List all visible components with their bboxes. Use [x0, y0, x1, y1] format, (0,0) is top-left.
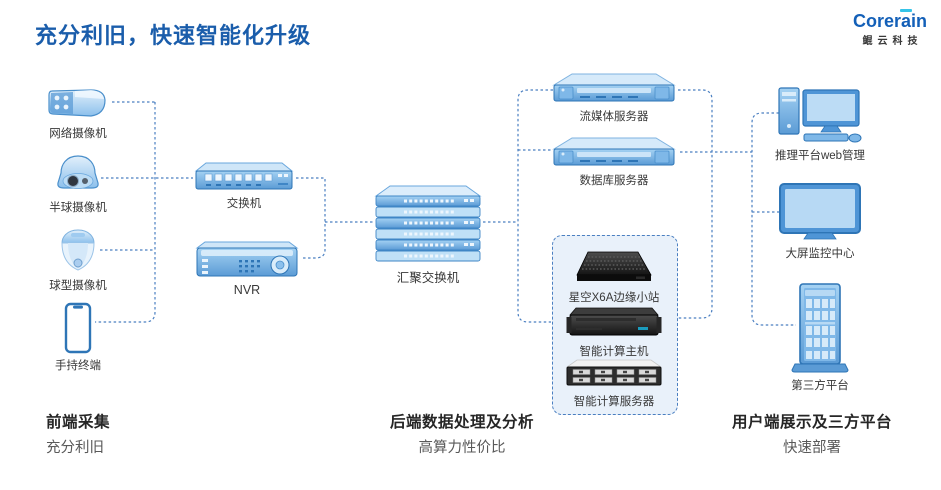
device-label: 半球摄像机 — [49, 202, 107, 214]
device-compute-server: 智能计算服务器 — [558, 358, 670, 409]
device-label: 交换机 — [226, 198, 262, 210]
device-ptz-camera: 球型摄像机 — [36, 228, 120, 293]
logo-accent-a: a — [899, 9, 913, 31]
bullet-camera-icon — [48, 89, 106, 117]
device-network-camera: 网络摄像机 — [36, 84, 120, 141]
compute-host-icon — [566, 307, 662, 336]
device-label: 智能计算服务器 — [573, 396, 655, 408]
section-subtitle: 快速部署 — [783, 440, 841, 456]
logo-wordmark: Corerain — [852, 9, 927, 31]
device-compute-host: 智能计算主机 — [558, 304, 670, 359]
ptz-camera-icon — [61, 229, 95, 271]
section-title: 前端采集 — [46, 414, 111, 431]
device-label: 网络摄像机 — [49, 128, 107, 140]
device-handheld-terminal: 手持终端 — [36, 302, 120, 373]
logo-subtitle: 鲲云科技 — [862, 36, 923, 47]
switch-icon — [194, 162, 294, 190]
logo-text-end: in — [911, 11, 927, 31]
section-subtitle: 高算力性价比 — [418, 440, 506, 456]
smartphone-icon — [64, 302, 92, 354]
device-label: NVR — [233, 283, 261, 297]
device-streaming-server: 流媒体服务器 — [550, 72, 678, 124]
device-web-management: 推理平台web管理 — [774, 86, 866, 163]
device-label: 手持终端 — [55, 360, 101, 372]
section-client: 用户端展示及三方平台 快速部署 — [712, 410, 912, 457]
device-label: 流媒体服务器 — [579, 111, 649, 123]
device-label: 第三方平台 — [791, 380, 849, 392]
desktop-pc-icon — [778, 87, 862, 143]
aggregation-switch-icon — [374, 185, 482, 262]
dome-camera-icon — [57, 155, 99, 189]
device-label: 球型摄像机 — [49, 280, 107, 292]
device-edge-station: 星空X6A边缘小站 — [558, 250, 670, 305]
device-label: 推理平台web管理 — [774, 150, 866, 162]
device-label: 星空X6A边缘小站 — [568, 292, 660, 304]
device-switch: 交换机 — [192, 160, 296, 211]
device-label: 数据库服务器 — [579, 175, 649, 187]
device-database-server: 数据库服务器 — [550, 136, 678, 188]
rack-server-icon — [552, 137, 676, 166]
device-label: 大屏监控中心 — [785, 248, 855, 260]
edge-box-icon — [576, 251, 652, 281]
section-title: 后端数据处理及分析 — [389, 414, 534, 431]
page-title: 充分利旧，快速智能化升级 — [35, 23, 312, 48]
section-title: 用户端展示及三方平台 — [731, 414, 892, 431]
device-dome-camera: 半球摄像机 — [36, 154, 120, 215]
nvr-icon — [195, 241, 299, 277]
tower-server-icon — [791, 283, 849, 373]
rack-server-icon — [552, 73, 676, 102]
device-monitor-center: 大屏监控中心 — [776, 182, 864, 261]
section-subtitle: 充分利旧 — [46, 440, 104, 456]
compute-server-icon — [565, 359, 663, 386]
corerain-logo: Corerain 鲲云科技 — [852, 9, 927, 47]
device-nvr: NVR — [193, 238, 301, 297]
device-aggregation-switch: 汇聚交换机 — [372, 184, 484, 286]
monitor-icon — [779, 183, 861, 240]
logo-text: Corer — [852, 11, 901, 31]
device-label: 汇聚交换机 — [396, 271, 460, 285]
section-backend: 后端数据处理及分析 高算力性价比 — [372, 410, 552, 457]
device-label: 智能计算主机 — [579, 346, 649, 358]
device-third-party: 第三方平台 — [776, 282, 864, 393]
section-frontend: 前端采集 充分利旧 — [46, 410, 110, 457]
